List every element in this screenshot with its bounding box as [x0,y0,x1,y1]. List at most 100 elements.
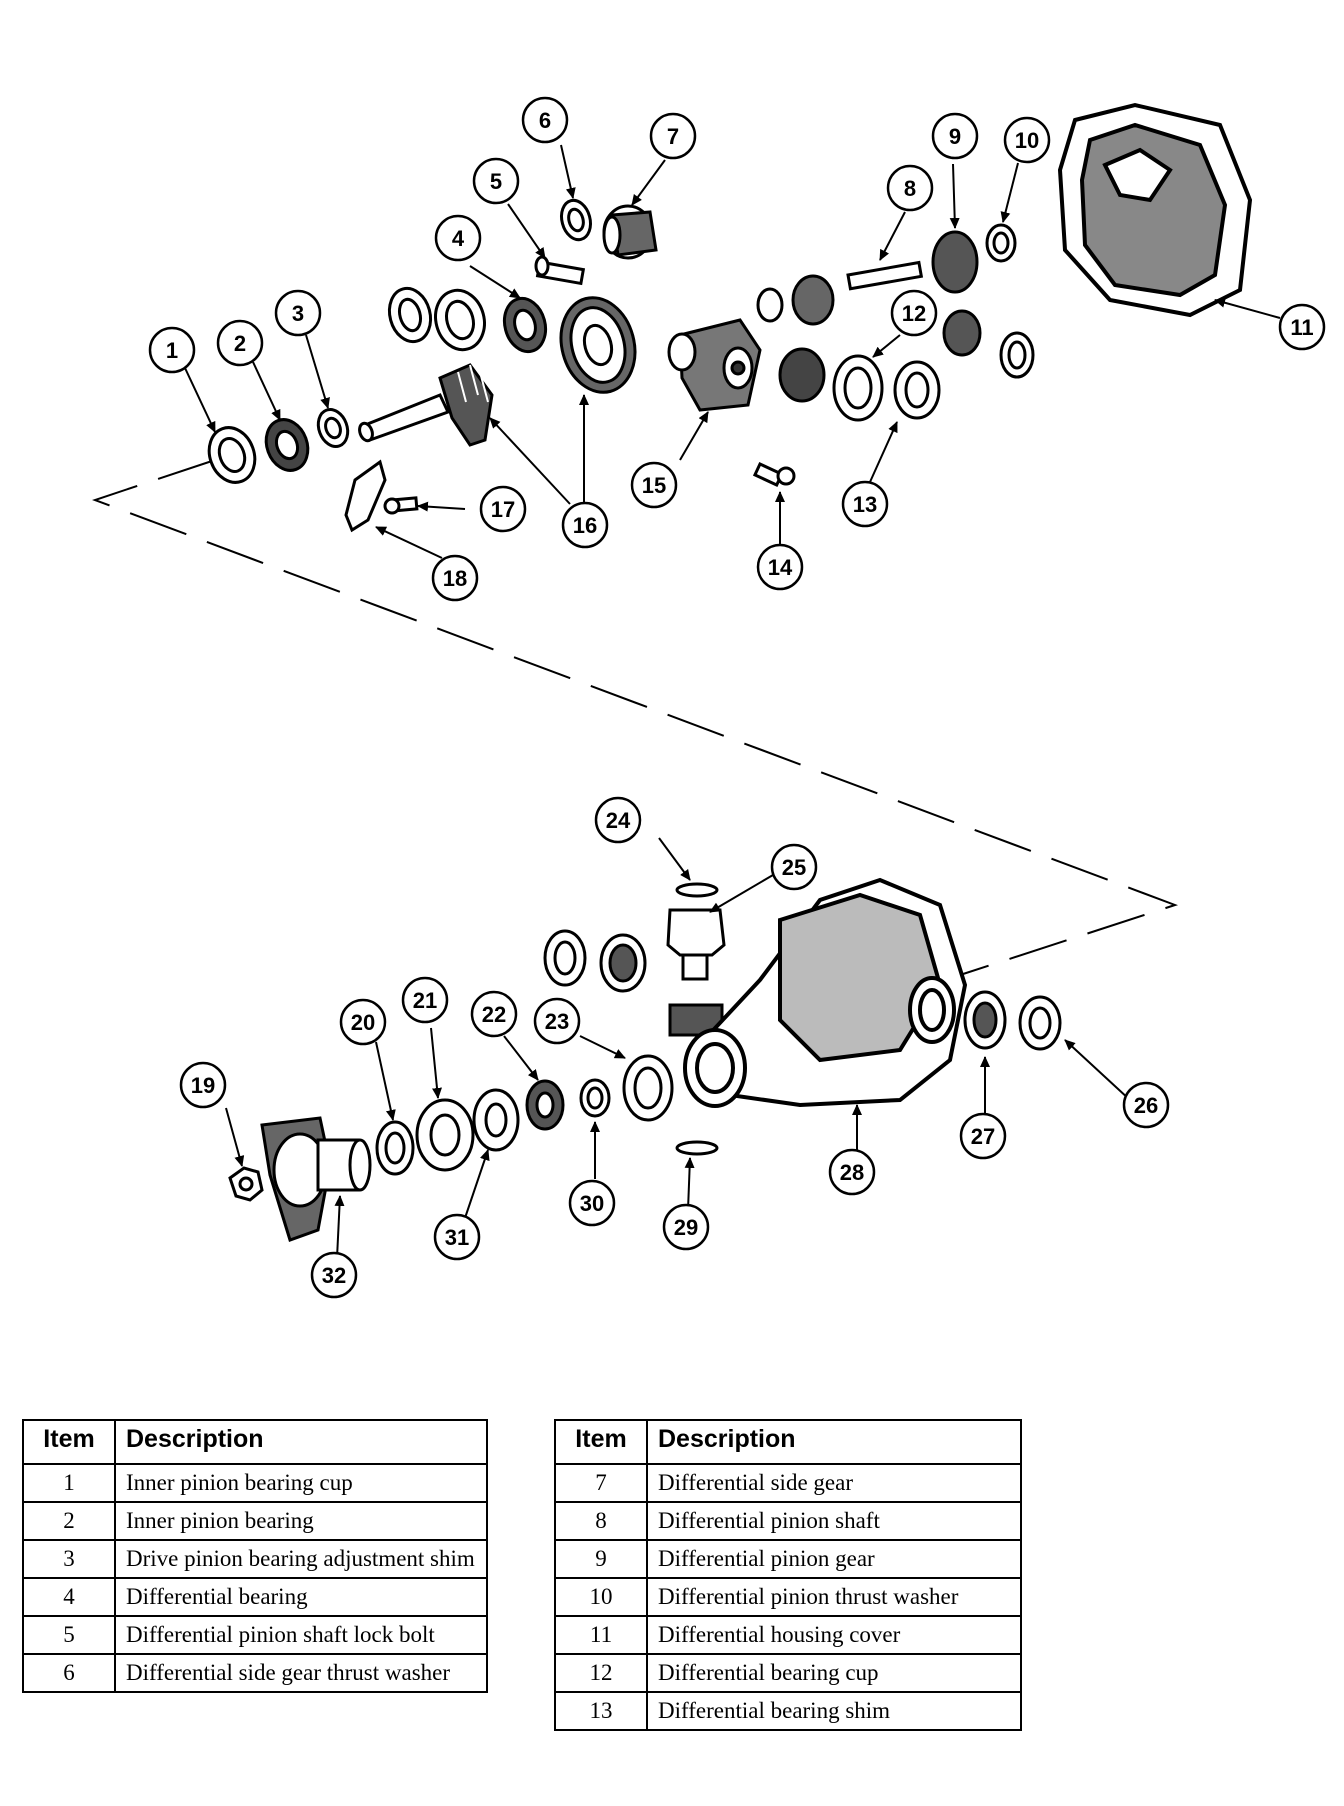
callout-circle [431,554,479,602]
part-28-axle-housing [683,877,968,1108]
part-18-bearing-cap [344,459,419,533]
table-row: 7 Differential side gear [554,1463,1022,1503]
callout-circle [433,1213,481,1261]
part-22-outer-pinion-bearing [525,1079,565,1131]
callout-circle [561,501,609,549]
table-row: 11 Differential housing cover [554,1615,1022,1655]
callout-label: 31 [445,1225,469,1250]
part-12-differential-bearing-cup [778,309,1035,422]
callout-15: 15 [630,461,678,509]
callout-11: 11 [1278,303,1326,351]
part-8-pinion-shaft-and-gears [756,223,1017,326]
item-description: Differential pinion shaft [646,1501,1022,1541]
callout-label: 8 [904,176,916,201]
callout-3: 3 [274,289,322,337]
column-header-description: Description [646,1419,1022,1465]
callout-label: 16 [573,513,597,538]
part-26-axle-seal [1018,995,1062,1051]
callout-9: 9 [931,112,979,160]
callout-label: 4 [452,226,465,251]
callout-19: 19 [179,1061,227,1109]
part-27-axle-bearing [963,990,1007,1050]
item-number: 10 [554,1577,648,1617]
part-14-case-bolt [752,462,796,488]
callout-22: 22 [470,990,518,1038]
callout-24: 24 [594,796,642,844]
item-number: 4 [22,1577,116,1617]
callout-circle [568,1179,616,1227]
part-1-inner-pinion-bearing-cup [207,426,257,484]
part-16-ring-gear [559,296,637,394]
callout-21: 21 [401,976,449,1024]
item-description: Differential pinion shaft lock bolt [114,1615,488,1655]
callout-label: 24 [606,808,631,833]
callout-label: 28 [840,1160,864,1185]
callout-label: 15 [642,473,666,498]
callout-18: 18 [431,554,479,602]
table-row: 4 Differential bearing [22,1577,488,1617]
callout-label: 6 [539,108,551,133]
item-description: Differential pinion gear [646,1539,1022,1579]
callout-13: 13 [841,480,889,528]
callout-circle [931,112,979,160]
callout-label: 25 [782,855,806,880]
callout-circle [959,1112,1007,1160]
callout-12: 12 [890,289,938,337]
item-description: Inner pinion bearing cup [114,1463,488,1503]
part-5-lock-bolt [534,255,586,286]
callout-25: 25 [770,843,818,891]
leader-arrows [184,144,1281,1259]
callout-2: 2 [216,319,264,367]
callout-circle [1122,1081,1170,1129]
callout-label: 12 [902,301,926,326]
item-number: 13 [554,1691,648,1731]
callout-label: 13 [853,492,877,517]
callout-27: 27 [959,1112,1007,1160]
callout-32: 32 [310,1251,358,1299]
part-6-thrust-washer [560,198,592,242]
item-number: 8 [554,1501,648,1541]
callout-6: 6 [521,96,569,144]
callout-circle [1278,303,1326,351]
column-header-item: Item [22,1419,116,1465]
callout-label: 19 [191,1073,215,1098]
part-20-oil-seal [375,1120,415,1176]
callout-circle [594,796,642,844]
part-24-25-29-vent-and-washers [666,882,726,1156]
item-number: 9 [554,1539,648,1579]
callout-label: 5 [490,169,502,194]
callout-23: 23 [533,997,581,1045]
callout-label: 17 [491,497,515,522]
callout-label: 32 [322,1263,346,1288]
callout-17: 17 [479,485,527,533]
callout-circle [770,843,818,891]
callout-label: 7 [667,124,679,149]
item-number: 6 [22,1653,116,1693]
callout-20: 20 [339,998,387,1046]
callout-8: 8 [886,164,934,212]
item-number: 1 [22,1463,116,1503]
callout-circle [434,214,482,262]
callout-label: 27 [971,1124,995,1149]
part-30-collapsible-spacer [579,1078,611,1118]
part-16-drive-pinion [358,363,494,447]
part-21-deflector [415,1098,475,1172]
item-number: 11 [554,1615,648,1655]
callout-label: 26 [1134,1093,1158,1118]
item-description: Differential housing cover [646,1615,1022,1655]
parts-table-right: Item Description 7 Differential side gea… [554,1419,1022,1731]
callout-circle [274,289,322,337]
callout-circle [756,543,804,591]
callout-label: 9 [949,124,961,149]
callout-circle [630,461,678,509]
callout-circle [1003,116,1051,164]
callout-26: 26 [1122,1081,1170,1129]
table-row: 10 Differential pinion thrust washer [554,1577,1022,1617]
callout-circle [479,485,527,533]
callout-28: 28 [828,1148,876,1196]
part-32-companion-flange [260,1116,372,1242]
callout-29: 29 [662,1203,710,1251]
callout-circle [890,289,938,337]
callout-circle [533,997,581,1045]
callout-label: 14 [768,555,793,580]
